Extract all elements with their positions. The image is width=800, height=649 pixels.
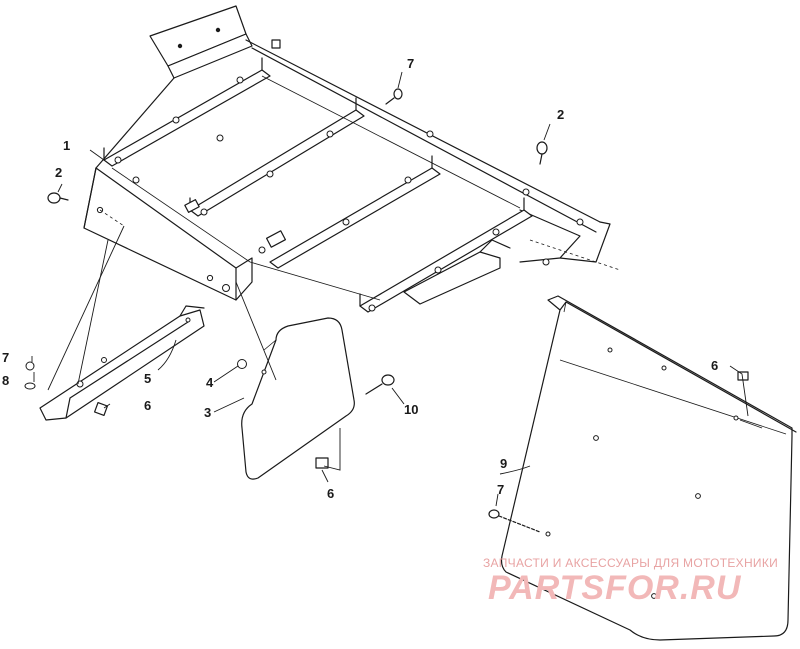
right-rail-top bbox=[245, 39, 601, 223]
fasteners bbox=[24, 88, 749, 533]
side-skirt bbox=[83, 167, 237, 301]
callout-3: 3 bbox=[204, 405, 212, 420]
callout-7-top: 7 bbox=[407, 56, 415, 71]
cross-members bbox=[103, 57, 533, 313]
large-panel-part-9 bbox=[500, 295, 797, 641]
callout-8: 8 bbox=[2, 373, 10, 388]
side-panel-part-3 bbox=[235, 281, 355, 480]
callout-6-left: 6 bbox=[144, 398, 152, 413]
callout-4: 4 bbox=[206, 375, 214, 390]
callout-5: 5 bbox=[144, 371, 152, 386]
callout-9: 9 bbox=[500, 456, 508, 471]
watermark-logo: PARTSFOR.RU bbox=[488, 569, 742, 607]
bracket-part-5 bbox=[39, 225, 205, 421]
callout-6-middle: 6 bbox=[327, 486, 335, 501]
callout-10: 10 bbox=[404, 402, 419, 417]
callout-2-right: 2 bbox=[557, 107, 565, 122]
watermark-tagline: ЗАПЧАСТИ И АКСЕССУАРЫ ДЛЯ МОТОТЕХНИКИ bbox=[483, 556, 779, 570]
left-rail bbox=[95, 77, 175, 169]
callout-leaders bbox=[31, 71, 749, 507]
callout-7-left: 7 bbox=[2, 350, 10, 365]
callout-7-bottom: 7 bbox=[497, 482, 505, 497]
callout-2-left: 2 bbox=[55, 165, 63, 180]
callout-1: 1 bbox=[63, 138, 71, 153]
callout-6-right: 6 bbox=[711, 358, 719, 373]
main-frame-part bbox=[83, 5, 621, 313]
